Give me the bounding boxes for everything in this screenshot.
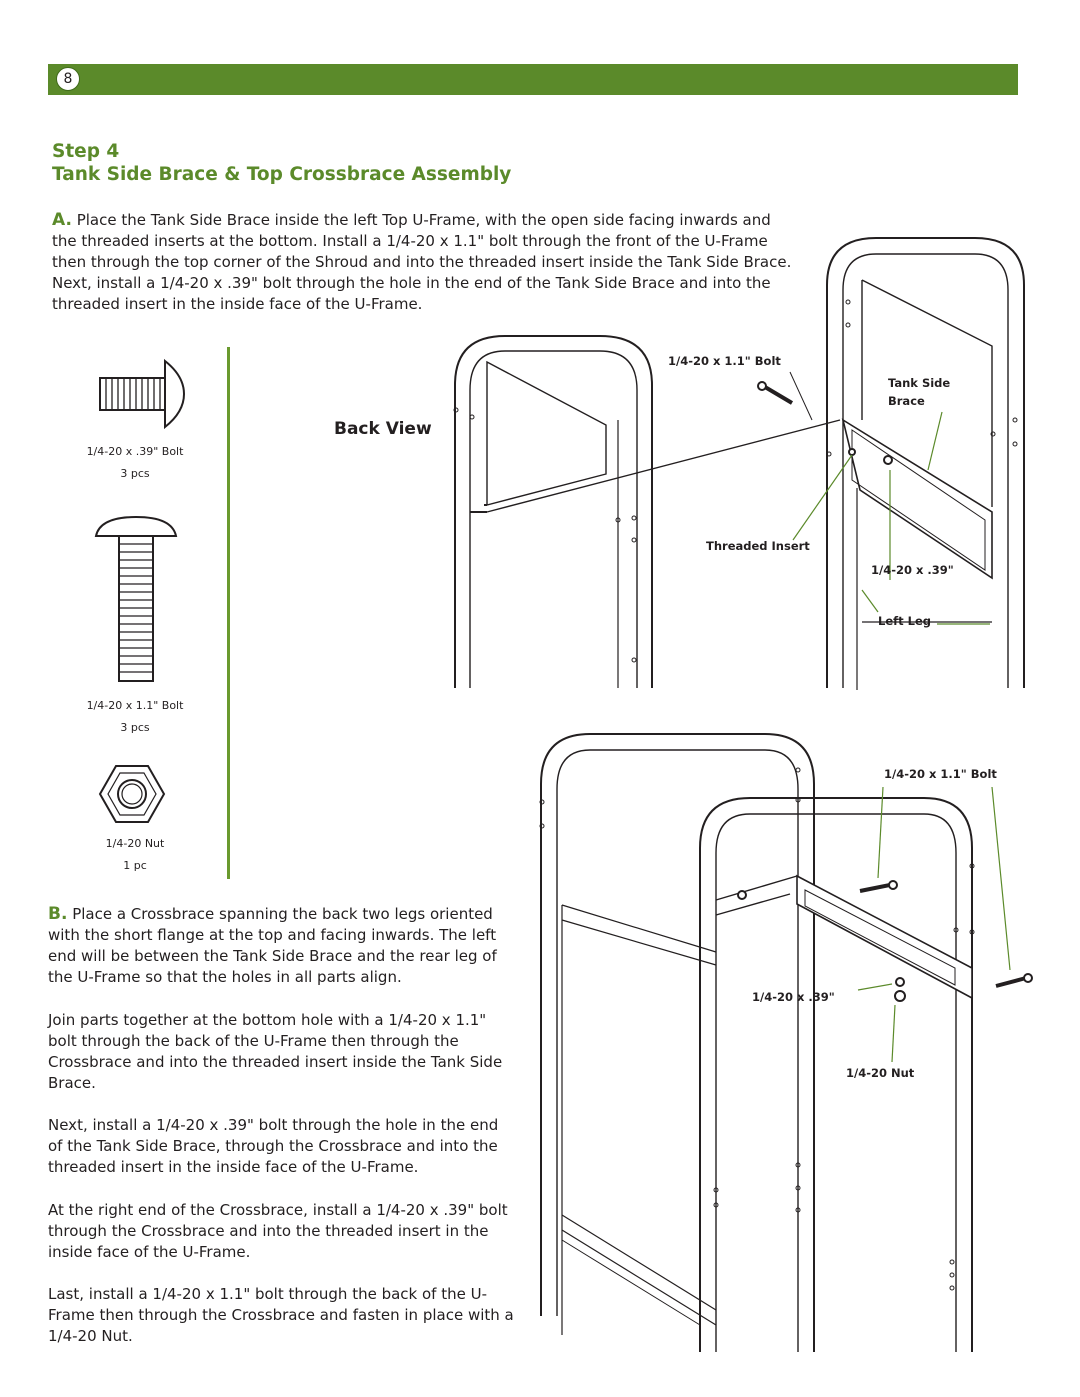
part-label-short-bolt: 1/4-20 x .39" Bolt — [86, 445, 184, 458]
part-label-nut: 1/4-20 Nut — [105, 837, 165, 850]
label-brace: Brace — [888, 394, 925, 408]
instruction-b-p1: B. Place a Crossbrace spanning the back … — [48, 904, 518, 988]
step-title: Step 4 — [52, 141, 120, 162]
label-left-leg: Left Leg — [878, 614, 931, 628]
back-view-label: Back View — [334, 419, 432, 439]
top-diagram — [453, 237, 1025, 690]
instruction-b-p2: Join parts together at the bottom hole w… — [48, 1011, 503, 1092]
label-top-long-bolt: 1/4-20 x 1.1" Bolt — [668, 354, 781, 368]
part-label-long-bolt: 1/4-20 x 1.1" Bolt — [86, 699, 184, 712]
header-banner: 8 — [48, 64, 1018, 95]
page-number: 8 — [56, 67, 80, 91]
part-qty-short-bolt: 3 pcs — [120, 467, 150, 480]
instruction-b-lead: B. — [48, 904, 68, 924]
short-bolt-icon — [99, 358, 186, 430]
label-bottom-short-bolt: 1/4-20 x .39" — [752, 990, 835, 1004]
part-qty-long-bolt: 3 pcs — [120, 721, 150, 734]
label-top-short-bolt: 1/4-20 x .39" — [871, 563, 954, 577]
instruction-b-p1-text: Place a Crossbrace spanning the back two… — [48, 905, 497, 986]
label-bottom-long-bolt: 1/4-20 x 1.1" Bolt — [884, 767, 997, 781]
label-threaded-insert: Threaded Insert — [706, 539, 810, 553]
nut-icon — [98, 765, 166, 823]
bottom-diagram — [539, 733, 1033, 1352]
label-tank-side: Tank Side — [888, 376, 951, 390]
parts-divider — [227, 347, 230, 879]
label-nut: 1/4-20 Nut — [846, 1066, 915, 1080]
instruction-a-text: Place the Tank Side Brace inside the lef… — [52, 211, 792, 313]
instruction-a-lead: A. — [52, 210, 72, 230]
long-bolt-icon — [94, 515, 178, 682]
step-subtitle: Tank Side Brace & Top Crossbrace Assembl… — [52, 164, 512, 185]
instruction-b-p5: Last, install a 1/4-20 x 1.1" bolt throu… — [48, 1285, 514, 1345]
part-qty-nut: 1 pc — [123, 859, 147, 872]
instruction-b-p4: At the right end of the Crossbrace, inst… — [48, 1201, 508, 1261]
instruction-a: A. Place the Tank Side Brace inside the … — [52, 210, 792, 315]
instruction-b-p3: Next, install a 1/4-20 x .39" bolt throu… — [48, 1116, 499, 1176]
